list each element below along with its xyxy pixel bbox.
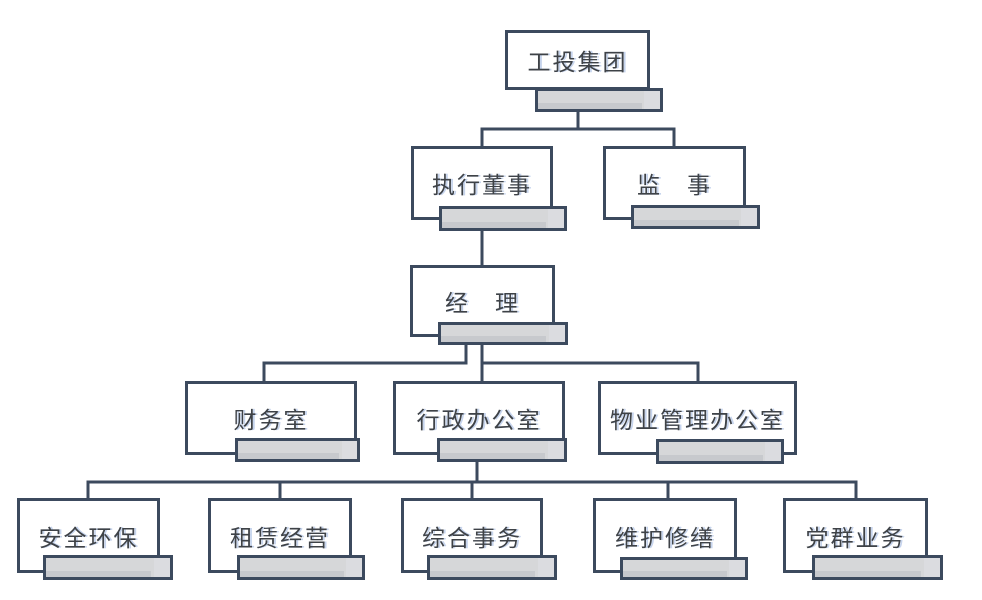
node-executive-director: 执行董事 <box>411 146 567 231</box>
node-safety-environment: 安全环保 <box>17 498 173 580</box>
node-general-affairs: 综合事务 <box>401 498 557 580</box>
node-property-mgmt-office: 物业管理办公室 <box>598 381 797 464</box>
node-label: 经 理 <box>445 290 520 316</box>
node-label: 工投集团 <box>527 49 628 75</box>
node-supervisor: 监 事 <box>603 146 760 229</box>
node-box: 工投集团 <box>505 30 650 90</box>
node-label: 行政办公室 <box>416 407 542 433</box>
node-shadow-bar <box>631 205 760 229</box>
node-shadow-bar <box>812 555 943 580</box>
node-shadow-bar <box>656 439 784 464</box>
node-shadow-bar <box>439 206 567 231</box>
node-label: 财务室 <box>233 407 309 433</box>
node-label: 执行董事 <box>432 172 532 198</box>
node-shadow-bar <box>620 557 748 580</box>
node-label: 监 事 <box>637 172 712 198</box>
node-label: 物业管理办公室 <box>610 407 785 433</box>
node-finance-office: 财务室 <box>185 381 360 462</box>
node-label: 党群业务 <box>805 524 906 551</box>
node-label: 租赁经营 <box>230 524 330 551</box>
node-shadow-bar <box>237 555 365 580</box>
node-shadow-bar <box>437 438 567 462</box>
node-shadow-bar <box>535 88 663 112</box>
node-label: 综合事务 <box>422 524 522 551</box>
connector-manager-property <box>480 332 700 381</box>
node-shadow-bar <box>438 322 568 345</box>
node-shadow-bar <box>427 555 557 580</box>
connector-level2-rail <box>480 127 676 148</box>
node-party-mass-affairs: 党群业务 <box>783 498 943 580</box>
node-gongtou-group: 工投集团 <box>505 30 663 112</box>
node-admin-office: 行政办公室 <box>393 381 567 462</box>
connector-manager-finance <box>262 332 468 381</box>
node-manager: 经 理 <box>410 265 568 345</box>
node-shadow-bar <box>235 438 360 462</box>
node-maintenance-repair: 维护修缮 <box>593 498 748 580</box>
node-leasing-operations: 租赁经营 <box>208 498 365 580</box>
node-shadow-bar <box>43 555 173 580</box>
node-label: 维护修缮 <box>615 524 715 551</box>
node-label: 安全环保 <box>38 524 139 551</box>
